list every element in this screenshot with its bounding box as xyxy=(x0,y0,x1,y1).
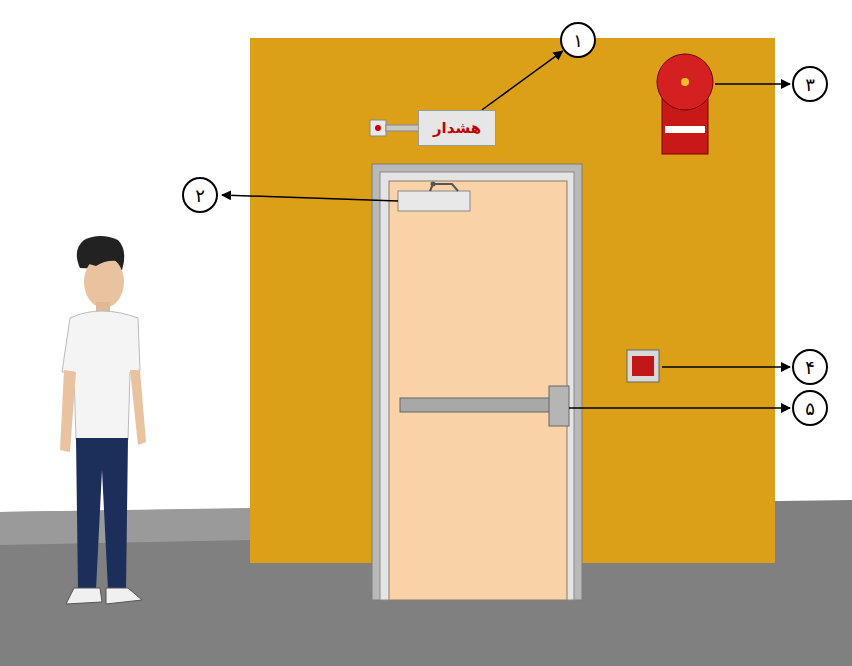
callout-text: ۳ xyxy=(805,74,815,95)
callout-text: ۵ xyxy=(805,398,815,419)
fire-bell xyxy=(657,54,713,110)
closer-pivot xyxy=(431,182,436,187)
sensor-light xyxy=(375,125,381,131)
callout-text: ۱ xyxy=(573,30,583,51)
bell-center xyxy=(681,78,689,86)
door-frame xyxy=(372,164,582,600)
callout-number: ۲ xyxy=(182,177,218,213)
callout-number: ۱ xyxy=(560,22,596,58)
callout-text: ۲ xyxy=(195,185,205,206)
control-panel-face xyxy=(632,356,654,376)
sign-text: هشدار xyxy=(433,119,481,137)
callout-number: ۳ xyxy=(792,66,828,102)
sensor-box xyxy=(370,120,386,136)
control-panel xyxy=(627,350,659,382)
leader-arrow xyxy=(662,366,790,368)
person xyxy=(60,236,146,604)
leader-arrow xyxy=(222,195,398,201)
callout-number: ۵ xyxy=(792,390,828,426)
leader-arrow xyxy=(569,407,790,409)
panic-bar xyxy=(400,398,550,412)
door-leaf xyxy=(389,181,567,600)
panic-bar-housing xyxy=(549,386,569,426)
leader-arrow xyxy=(482,51,563,110)
leader-arrow xyxy=(715,83,790,85)
sign-arm xyxy=(386,125,420,131)
door-frame-inner xyxy=(380,172,574,600)
bell-stripe xyxy=(665,126,705,133)
callout-text: ۴ xyxy=(805,357,815,378)
warning-sign: هشدار xyxy=(418,110,496,146)
door-closer xyxy=(398,191,470,211)
callout-number: ۴ xyxy=(792,349,828,385)
